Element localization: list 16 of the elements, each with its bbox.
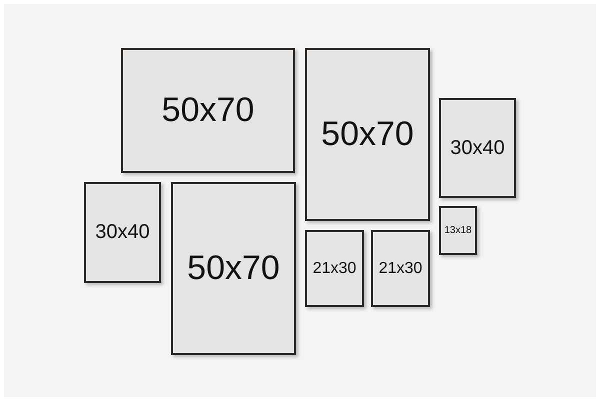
frame-size-label: 13x18	[444, 225, 472, 236]
picture-frame	[171, 182, 296, 355]
picture-frame	[121, 48, 295, 173]
frame-size-label: 21x30	[312, 260, 356, 278]
frame-size-label: 50x70	[187, 249, 280, 288]
picture-frame	[84, 182, 161, 283]
frame-size-label: 50x70	[162, 91, 254, 130]
frame-size-label: 21x30	[378, 260, 422, 278]
picture-frame	[439, 206, 477, 255]
picture-frame	[439, 98, 516, 198]
frame-size-label: 30x40	[450, 136, 505, 160]
picture-frame	[305, 230, 364, 307]
frame-size-label: 50x70	[321, 115, 414, 154]
picture-frame	[371, 230, 430, 307]
frame-size-label: 30x40	[95, 221, 150, 244]
picture-frame	[305, 48, 430, 221]
